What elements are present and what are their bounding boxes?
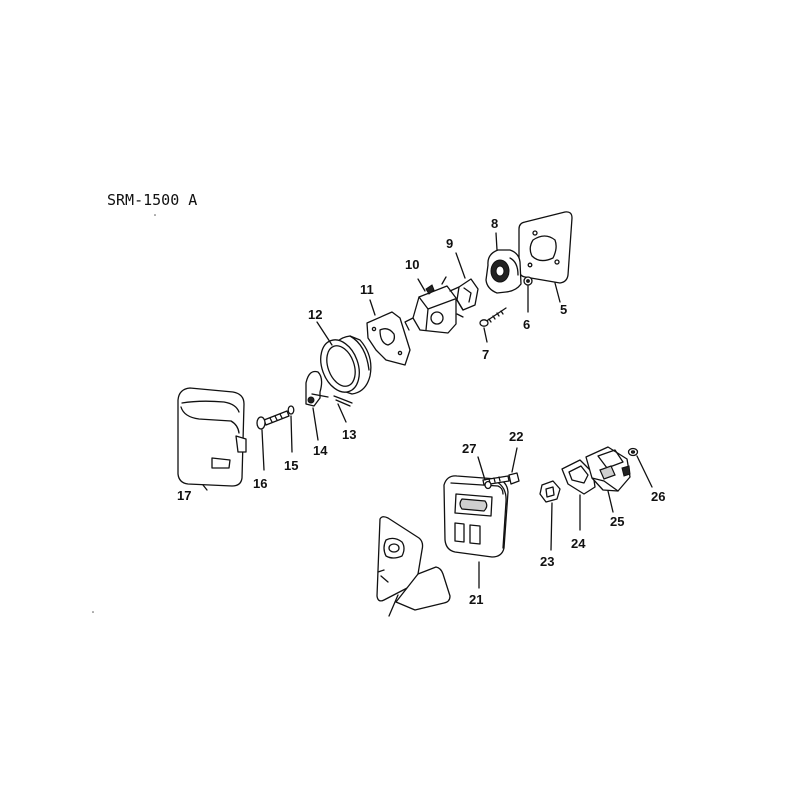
callout-26: 26	[651, 489, 665, 504]
callout-11: 11	[360, 282, 374, 297]
muffler-cover	[376, 516, 451, 617]
callout-5: 5	[560, 302, 567, 317]
part-22-bolt	[482, 447, 520, 486]
callout-12: 12	[308, 307, 322, 322]
callout-22: 22	[509, 429, 523, 444]
part-15-washer	[287, 405, 295, 453]
part-9-block	[455, 252, 479, 311]
callout-27: 27	[462, 441, 476, 456]
part-8-insulator	[485, 232, 522, 294]
callout-14: 14	[313, 443, 328, 458]
part-17-air-cleaner-cover	[177, 387, 247, 491]
callout-13: 13	[342, 427, 356, 442]
part-6-washer	[523, 276, 533, 313]
callout-7: 7	[482, 347, 489, 362]
speck	[154, 214, 156, 216]
callout-15: 15	[284, 458, 298, 473]
part-21-muffler	[443, 475, 509, 589]
callout-25: 25	[610, 514, 624, 529]
callout-10: 10	[405, 257, 419, 272]
part-24-gasket	[561, 459, 596, 531]
part-10-carburetor	[404, 276, 464, 334]
callout-24: 24	[571, 536, 586, 551]
callout-9: 9	[446, 236, 453, 251]
speck	[92, 611, 94, 613]
part-7-screw	[479, 307, 507, 343]
part-25-exhaust-block	[585, 446, 631, 513]
callout-17: 17	[177, 488, 191, 503]
callout-21: 21	[469, 592, 483, 607]
part-27-washer	[477, 456, 492, 490]
callout-23: 23	[540, 554, 554, 569]
model-title: SRM-1500 A	[107, 191, 197, 209]
part-11-gasket-plate	[366, 299, 411, 366]
callout-16: 16	[253, 476, 267, 491]
part-26-nut	[627, 447, 653, 488]
callout-6: 6	[523, 317, 530, 332]
part-16-bolt	[256, 410, 290, 471]
part-5-gasket	[518, 211, 573, 303]
part-14-choke-lever	[305, 370, 329, 441]
part-13-clip	[333, 395, 353, 423]
callout-8: 8	[491, 216, 498, 231]
part-23-plate	[539, 480, 561, 551]
part-12-filter-cup	[316, 321, 372, 395]
